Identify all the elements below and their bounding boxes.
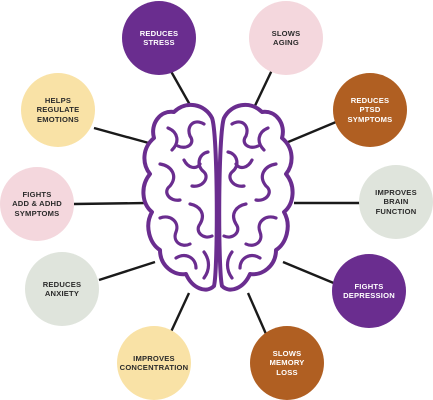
benefit-reduces-ptsd-symptoms: REDUCES PTSD SYMPTOMS bbox=[333, 73, 407, 147]
benefit-helps-regulate-emotions: HELPS REGULATE EMOTIONS bbox=[21, 73, 95, 147]
benefit-fights-add-adhd-symptoms: FIGHTS ADD & ADHD SYMPTOMS bbox=[0, 167, 74, 241]
benefit-label: REDUCES STRESS bbox=[139, 28, 179, 47]
right-hemisphere bbox=[217, 102, 295, 292]
left-hemisphere bbox=[141, 102, 219, 292]
benefit-slows-aging: SLOWS AGING bbox=[249, 1, 323, 75]
benefit-label: IMPROVES CONCENTRATION bbox=[119, 353, 189, 372]
connector-reduces-anxiety bbox=[98, 260, 156, 282]
benefit-label: HELPS REGULATE EMOTIONS bbox=[36, 96, 80, 124]
benefit-label: REDUCES ANXIETY bbox=[42, 279, 82, 298]
benefit-label: REDUCES PTSD SYMPTOMS bbox=[347, 96, 393, 124]
connector-reduces-ptsd-symptoms bbox=[280, 120, 337, 147]
connector-slows-memory-loss bbox=[246, 292, 268, 335]
benefit-improves-concentration: IMPROVES CONCENTRATION bbox=[117, 326, 191, 400]
benefit-fights-depression: FIGHTS DEPRESSION bbox=[332, 254, 406, 328]
connector-improves-concentration bbox=[168, 292, 191, 335]
benefit-label: IMPROVES BRAIN FUNCTION bbox=[375, 188, 417, 216]
benefit-label: SLOWS AGING bbox=[271, 28, 301, 47]
connector-helps-regulate-emotions bbox=[93, 126, 157, 147]
benefit-improves-brain-function: IMPROVES BRAIN FUNCTION bbox=[359, 165, 433, 239]
benefit-reduces-anxiety: REDUCES ANXIETY bbox=[25, 252, 99, 326]
benefit-slows-memory-loss: SLOWS MEMORY LOSS bbox=[250, 326, 324, 400]
connector-fights-depression bbox=[282, 260, 337, 286]
benefit-label: FIGHTS ADD & ADHD SYMPTOMS bbox=[12, 190, 62, 218]
connector-fights-add-adhd bbox=[73, 201, 147, 206]
benefit-label: FIGHTS DEPRESSION bbox=[343, 281, 395, 300]
benefit-reduces-stress: REDUCES STRESS bbox=[122, 1, 196, 75]
benefit-label: SLOWS MEMORY LOSS bbox=[269, 349, 305, 377]
